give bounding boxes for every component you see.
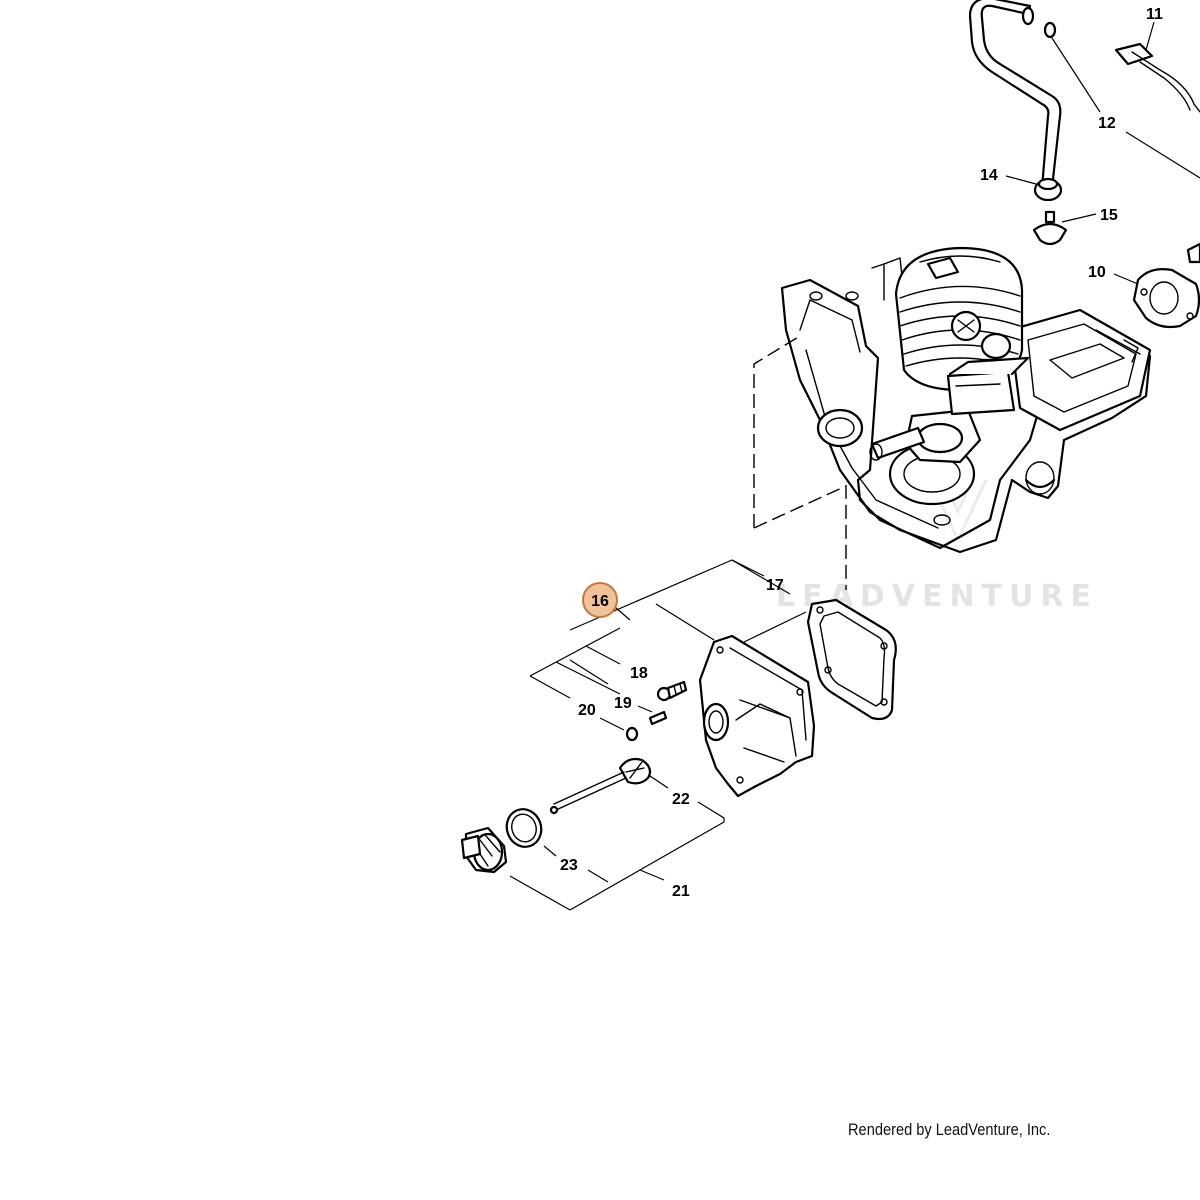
pin <box>648 710 668 726</box>
valve <box>1032 210 1068 246</box>
screw <box>656 680 688 702</box>
plug <box>625 726 639 742</box>
callout-18[interactable]: 18 <box>630 665 648 682</box>
small-o-ring <box>1043 21 1057 39</box>
render-credit: Rendered by LeadVenture, Inc. <box>848 1120 1051 1139</box>
callout-17[interactable]: 17 <box>766 577 784 594</box>
callout-14[interactable]: 14 <box>980 167 998 184</box>
callout-19[interactable]: 19 <box>614 695 632 712</box>
callout-15[interactable]: 15 <box>1100 207 1118 224</box>
crankcase-gasket <box>806 598 897 721</box>
crankcase-assembly <box>780 246 1152 554</box>
hook-tool <box>549 757 652 815</box>
callout-16-highlight[interactable]: 16 <box>582 582 618 618</box>
o-ring <box>505 808 543 848</box>
callout-12[interactable]: 12 <box>1098 115 1116 132</box>
oil-cap <box>460 826 508 874</box>
callout-20[interactable]: 20 <box>578 702 596 719</box>
leader-lines <box>509 21 1200 911</box>
callout-16[interactable]: 16 <box>591 593 609 610</box>
callout-labels: 11 12 14 15 10 17 18 19 20 22 23 21 16 <box>560 6 1163 900</box>
assembly-dashed-lines <box>753 335 847 590</box>
lead-wire <box>1114 42 1200 113</box>
crankcase-cover <box>698 634 816 798</box>
callout-23[interactable]: 23 <box>560 857 578 874</box>
callout-21[interactable]: 21 <box>672 883 690 900</box>
callout-11[interactable]: 11 <box>1146 6 1163 23</box>
callout-22[interactable]: 22 <box>672 791 690 808</box>
callout-16-badge[interactable] <box>582 582 618 618</box>
grommet <box>1033 177 1063 202</box>
flange-gasket <box>1132 242 1200 329</box>
callout-10[interactable]: 10 <box>1088 264 1106 281</box>
